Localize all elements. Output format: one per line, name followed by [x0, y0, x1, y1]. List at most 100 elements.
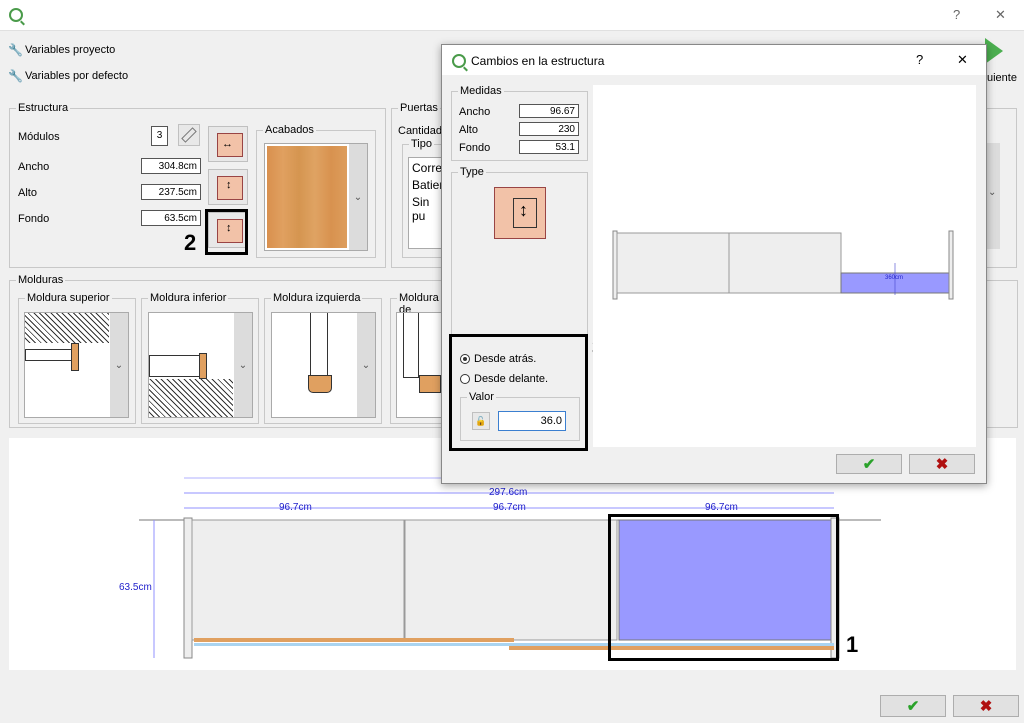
dialog-ok-button[interactable]: ✔: [836, 454, 902, 474]
cross-icon: ✖: [979, 698, 993, 715]
tipo-option[interactable]: Corre: [412, 161, 443, 175]
moldura-derecha-dropdown[interactable]: [396, 312, 443, 418]
checkmark-icon: ✔: [862, 456, 876, 473]
depth-label: 63.5cm: [119, 582, 152, 593]
cambios-dialog: Cambios en la estructura ? ✕ Medidas Anc…: [441, 44, 987, 484]
moldura-profile: [403, 313, 419, 378]
dialog-title: Cambios en la estructura: [471, 54, 605, 68]
close-button[interactable]: ✕: [995, 7, 1006, 22]
fondo-field[interactable]: 63.5cm: [141, 210, 201, 226]
valor-group: Valor: [460, 391, 580, 441]
next-arrow-icon[interactable]: [985, 38, 1003, 64]
radio-desde-atras[interactable]: [460, 354, 470, 364]
width-adjust-button[interactable]: ↔: [208, 126, 248, 162]
type-title: Type: [458, 166, 486, 178]
callout-box-3: [449, 334, 588, 451]
depth-type-icon[interactable]: ↕: [494, 187, 546, 239]
dlg-fondo-label: Fondo: [459, 142, 491, 154]
module-width-label: 96.7cm: [493, 502, 526, 513]
ruler-icon: [181, 127, 197, 143]
acabados-title: Acabados: [263, 124, 316, 136]
checkmark-icon: ✔: [906, 698, 920, 715]
moldura-izquierda-group: Moldura izquierda: [264, 292, 382, 424]
side-panel-right: [948, 230, 954, 300]
medidas-group: Medidas: [451, 85, 588, 161]
estructura-title: Estructura: [16, 102, 71, 114]
valor-input[interactable]: 36.0: [498, 411, 566, 431]
valor-title: Valor: [467, 391, 496, 403]
vertical-arrow-icon: ↕: [519, 200, 528, 220]
module-2: [404, 519, 618, 641]
lock-button[interactable]: 🔓: [472, 412, 490, 430]
dlg-fondo-field[interactable]: 53.1: [519, 140, 579, 154]
tipo-option[interactable]: Batier: [412, 178, 444, 192]
variables-defecto-link[interactable]: 🔧 Variables por defecto: [8, 69, 128, 83]
moldura-wood: [308, 375, 332, 393]
puertas-title: Puertas: [398, 102, 440, 114]
moldura-wood: [199, 353, 207, 379]
estructura-group: Estructura: [9, 102, 386, 268]
dlg-alto-field[interactable]: 230: [519, 122, 579, 136]
main-ok-button[interactable]: ✔: [880, 695, 946, 717]
modulos-label: Módulos: [18, 131, 60, 143]
depth-adjust-button[interactable]: ↕: [208, 212, 248, 248]
moldura-profile: [25, 349, 75, 361]
moldura-inferior-dropdown[interactable]: ⌄: [148, 312, 253, 418]
dlg-ancho-field[interactable]: 96.67: [519, 104, 579, 118]
module-1: [191, 519, 405, 641]
cabinet-front-icon: [513, 198, 537, 228]
hatch-pattern: [149, 379, 233, 417]
tipo-option[interactable]: Sin pu: [412, 195, 430, 223]
main-titlebar: ? ✕: [0, 0, 1024, 31]
right-group: [986, 108, 1017, 268]
siguiente-label: uiente: [987, 72, 1017, 84]
alto-field[interactable]: 237.5cm: [141, 184, 201, 200]
dialog-help-button[interactable]: ?: [916, 52, 924, 67]
acabados-dropdown[interactable]: ⌄: [264, 143, 368, 251]
medidas-title: Medidas: [458, 85, 504, 97]
main-cancel-button[interactable]: ✖: [953, 695, 1019, 717]
ancho-field[interactable]: 304.8cm: [141, 158, 201, 174]
tipo-title: Tipo: [409, 138, 434, 150]
height-adjust-button[interactable]: ↕: [208, 169, 248, 205]
callout-box-2: [205, 209, 248, 255]
right-dropdown[interactable]: ⌄: [986, 143, 1000, 249]
fondo-label: Fondo: [18, 213, 50, 225]
tipo-group: Tipo: [402, 138, 443, 258]
moldura-izquierda-title: Moldura izquierda: [271, 292, 363, 304]
moldura-inferior-title: Moldura inferior: [148, 292, 229, 304]
molduras-title: Molduras: [16, 274, 66, 286]
help-button[interactable]: ?: [953, 7, 961, 22]
moldura-wood: [419, 375, 441, 393]
tipo-list[interactable]: Corre Batier Sin pu: [408, 157, 443, 249]
cantidad-label: Cantidad: [398, 125, 443, 137]
variables-defecto-label: Variables por defecto: [24, 70, 129, 82]
track-rail: [194, 643, 834, 646]
dialog-dim-label: 360cm: [885, 275, 904, 281]
dialog-close-button[interactable]: ✕: [957, 52, 968, 67]
radio-desde-delante[interactable]: [460, 374, 470, 384]
callout-box-1: [608, 514, 839, 661]
modulos-field[interactable]: 3: [151, 126, 168, 146]
radio-desde-delante-label: Desde delante.: [474, 373, 548, 385]
module-width-label: 96.7cm: [705, 502, 738, 513]
app-logo-icon: [9, 8, 23, 22]
moldura-superior-dropdown[interactable]: ⌄: [24, 312, 129, 418]
puertas-group: Puertas: [391, 102, 444, 268]
dlg-ancho-label: Ancho: [459, 106, 491, 118]
moldura-wood: [71, 343, 79, 371]
wrench-icon: 🔧: [8, 43, 23, 57]
door-rail-1: [194, 638, 514, 642]
moldura-profile: [310, 313, 328, 378]
moldura-izquierda-dropdown[interactable]: ⌄: [271, 312, 376, 418]
wrench-icon: 🔧: [8, 69, 23, 83]
ruler-button[interactable]: [178, 124, 200, 146]
dialog-cancel-button[interactable]: ✖: [909, 454, 975, 474]
callout-label-1: 1: [846, 632, 859, 657]
acabados-group: Acabados: [256, 124, 376, 258]
variables-proyecto-label: Variables proyecto: [24, 44, 116, 56]
hatch-pattern: [25, 313, 109, 343]
moldura-inferior-group: Moldura inferior: [141, 292, 259, 424]
variables-proyecto-link[interactable]: 🔧 Variables proyecto: [8, 43, 115, 57]
moldura-profile: [149, 355, 203, 377]
